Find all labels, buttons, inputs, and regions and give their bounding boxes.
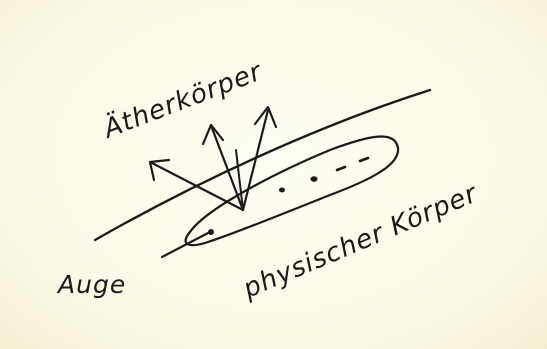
label-eye: Auge	[56, 270, 126, 299]
body-dash	[337, 167, 345, 170]
body-dot	[279, 188, 285, 193]
label-physical-body: physischer Körper	[238, 178, 483, 305]
eye-point	[208, 229, 214, 235]
arrowhead-up	[203, 125, 223, 144]
body-dash	[360, 158, 368, 161]
label-aether-body: Ätherkörper	[97, 54, 267, 145]
body-dot	[311, 176, 318, 182]
arrow-right	[243, 110, 268, 210]
